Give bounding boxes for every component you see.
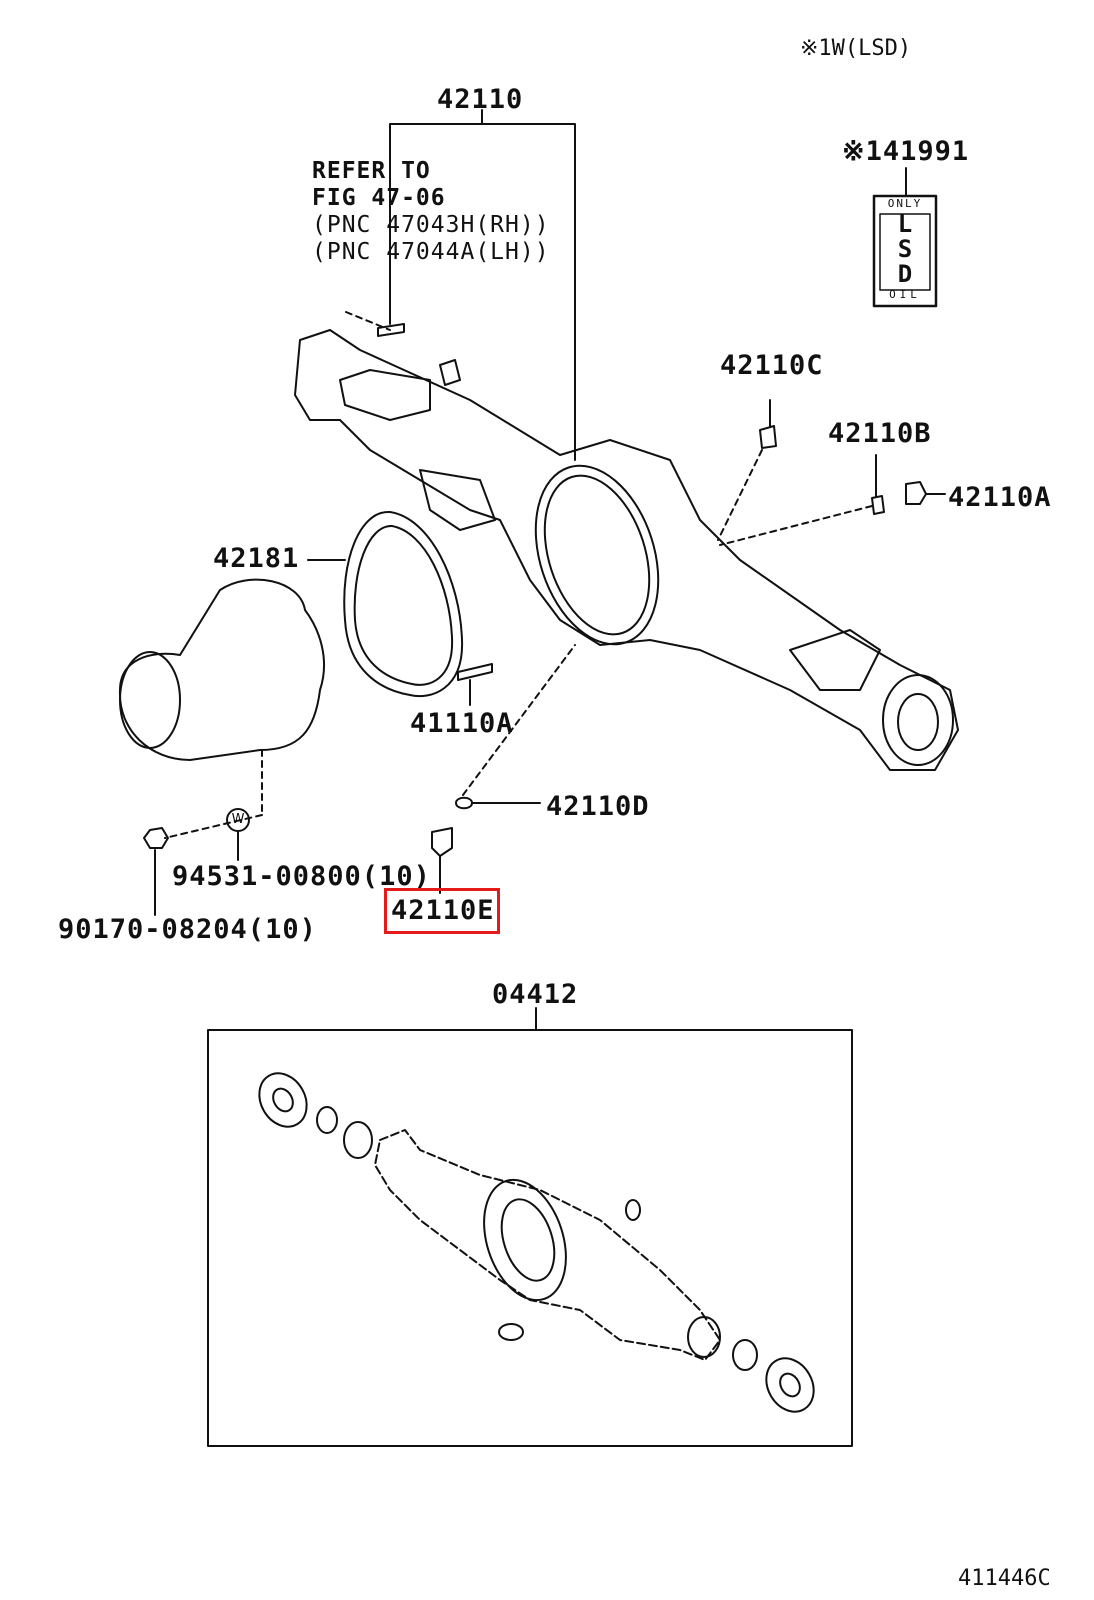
- refer-line-4: (PNC 47044A(LH)): [312, 239, 550, 265]
- kit-housing: [374, 1129, 721, 1361]
- kit-oil-seal-left: [258, 1072, 308, 1128]
- carrier-assembly: [118, 578, 326, 761]
- plug-42110A: [905, 481, 927, 505]
- stud-41110A: [457, 663, 493, 681]
- kit-frame-04412: [207, 1029, 853, 1447]
- part-label-42110[interactable]: 42110: [437, 84, 524, 115]
- part-label-04412[interactable]: 04412: [492, 979, 579, 1010]
- refer-line-3: (PNC 47043H(RH)): [312, 212, 550, 238]
- part-label-42181[interactable]: 42181: [213, 543, 300, 574]
- screw-top: [377, 323, 405, 337]
- part-label-41110A[interactable]: 41110A: [410, 708, 514, 739]
- oil-tag-bottom: OIL: [889, 288, 921, 301]
- kit-bearing-left-b: [343, 1121, 373, 1159]
- oil-tag-141991: [872, 194, 938, 308]
- refer-line-2: FIG 47-06: [312, 185, 446, 211]
- plug-42110D: [455, 796, 473, 810]
- washer-mark: W: [231, 812, 245, 827]
- nut-90170: [143, 827, 169, 849]
- axle-housing: [294, 329, 959, 771]
- highlight-box-42110E: [384, 888, 500, 934]
- header-note: ※1W(LSD): [800, 36, 912, 61]
- kit-oil-seal-right: [765, 1357, 815, 1413]
- breather-42110C: [759, 425, 777, 449]
- refer-note: REFER TO FIG 47-06 (PNC 47043H(RH)) (PNC…: [312, 158, 550, 266]
- oil-tag-letter-d: D: [897, 260, 913, 288]
- bolt-42110E: [431, 827, 453, 857]
- oil-tag-top: ONLY: [887, 197, 923, 210]
- part-label-42110E[interactable]: 42110E: [391, 895, 495, 926]
- part-label-90170[interactable]: 90170-08204(10): [58, 914, 317, 945]
- part-label-42110A[interactable]: 42110A: [948, 482, 1052, 513]
- oil-tag-letter-l: L: [897, 210, 913, 238]
- part-label-42110D[interactable]: 42110D: [546, 791, 650, 822]
- oil-tag-letter-s: S: [897, 235, 913, 263]
- part-label-42110C[interactable]: 42110C: [720, 350, 824, 381]
- part-label-94531[interactable]: 94531-00800(10): [172, 861, 431, 892]
- oil-tag-text: ONLY L S D OIL: [874, 196, 936, 306]
- differential-carrier-opening: [534, 464, 660, 646]
- gasket-42181: [343, 510, 464, 698]
- footer-code: 411446C: [958, 1566, 1051, 1591]
- kit-carrier-flange: [483, 1178, 567, 1302]
- kit-bearing-left-a: [316, 1106, 338, 1134]
- part-label-141991[interactable]: ※141991: [842, 136, 970, 167]
- kit-bearing-right: [732, 1339, 758, 1371]
- bracket-42110: [389, 109, 576, 461]
- part-label-42110B[interactable]: 42110B: [828, 418, 932, 449]
- washer-42110B: [871, 495, 885, 515]
- dashed-guide: [345, 311, 391, 331]
- refer-line-1: REFER TO: [312, 158, 431, 184]
